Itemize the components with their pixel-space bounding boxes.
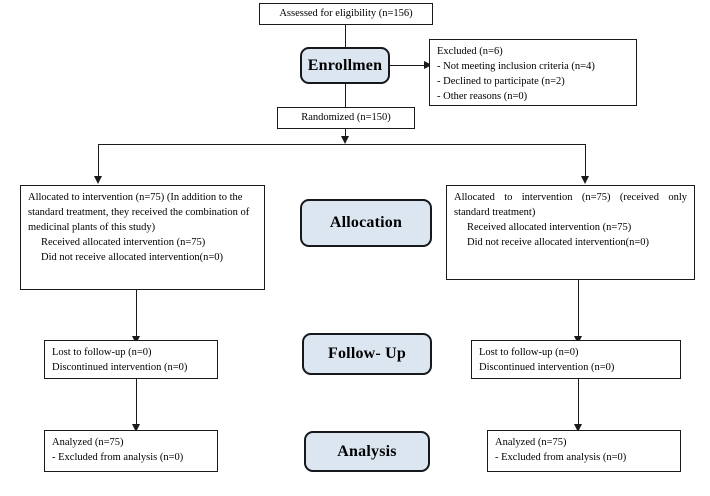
allocation-left-line-3: Did not receive allocated intervention(n… <box>41 251 224 263</box>
stage-enrollment: Enrollmen <box>300 47 390 84</box>
node-allocation-left: Allocated to intervention (n=75) (In add… <box>20 185 265 290</box>
node-allocation-right: Allocated to intervention (n=75) (receiv… <box>446 185 695 280</box>
allocation-left-line-1: Allocated to intervention (n=75) (In add… <box>28 192 250 233</box>
followup-left-line-2: Discontinued intervention (n=0) <box>52 361 188 373</box>
analysis-left-line-1: Analyzed (n=75) <box>52 437 124 448</box>
node-randomized: Randomized (n=150) <box>277 107 415 129</box>
followup-right-line-2: Discontinued intervention (n=0) <box>479 361 615 373</box>
node-analysis-right: Analyzed (n=75) - Excluded from analysis… <box>487 430 681 472</box>
node-analysis-left: Analyzed (n=75) - Excluded from analysis… <box>44 430 218 472</box>
followup-left-line-1: Lost to follow-up (n=0) <box>52 347 152 358</box>
assessed-label: Assessed for eligibility (n=156) <box>279 7 413 19</box>
allocation-right-line-3: Did not receive allocated intervention(n… <box>467 236 650 248</box>
arrowhead-left-allocation <box>94 176 102 184</box>
stage-enrollment-label: Enrollmen <box>307 56 383 74</box>
excluded-line-4: - Other reasons (n=0) <box>437 90 528 102</box>
node-followup-right: Lost to follow-up (n=0) Discontinued int… <box>471 340 681 379</box>
connector-left-followup-to-analysis <box>136 379 138 426</box>
connector-right-allocation-to-followup <box>578 280 580 338</box>
stage-followup: Follow- Up <box>302 333 432 375</box>
node-followup-left: Lost to follow-up (n=0) Discontinued int… <box>44 340 218 379</box>
connector-enrollment-to-randomized <box>345 84 347 107</box>
connector-right-followup-to-analysis <box>578 379 580 426</box>
stage-analysis-label: Analysis <box>337 442 397 460</box>
stage-allocation-label: Allocation <box>329 214 403 231</box>
excluded-line-3: - Declined to participate (n=2) <box>437 75 565 87</box>
stage-analysis: Analysis <box>304 431 430 472</box>
node-assessed-for-eligibility: Assessed for eligibility (n=156) <box>259 3 433 25</box>
node-excluded: Excluded (n=6) - Not meeting inclusion c… <box>429 39 637 106</box>
followup-right-line-1: Lost to follow-up (n=0) <box>479 347 579 358</box>
connector-assessed-to-enrollment <box>345 25 347 47</box>
connector-split-left-down <box>98 144 100 177</box>
randomized-label: Randomized (n=150) <box>301 111 391 123</box>
arrowhead-right-allocation <box>581 176 589 184</box>
arrowhead-left-analysis <box>132 424 140 432</box>
allocation-left-line-2: Received allocated intervention (n=75) <box>41 236 206 248</box>
allocation-right-line-1: Allocated to intervention (n=75) (receiv… <box>454 192 687 218</box>
excluded-line-2: - Not meeting inclusion criteria (n=4) <box>437 60 595 72</box>
connector-left-allocation-to-followup <box>136 290 138 338</box>
stage-followup-label: Follow- Up <box>328 345 406 362</box>
arrowhead-randomized-split <box>341 136 349 144</box>
arrowhead-to-excluded <box>424 61 432 69</box>
connector-split-right-down <box>585 144 587 177</box>
analysis-right-line-1: Analyzed (n=75) <box>495 437 567 448</box>
arrowhead-right-analysis <box>574 424 582 432</box>
connector-enrollment-to-excluded <box>390 65 426 67</box>
excluded-line-1: Excluded (n=6) <box>437 46 503 57</box>
stage-allocation: Allocation <box>300 199 432 247</box>
connector-split-bar <box>98 144 586 146</box>
connector-randomized-down <box>345 129 347 140</box>
allocation-right-line-2: Received allocated intervention (n=75) <box>467 221 632 233</box>
analysis-left-line-2: - Excluded from analysis (n=0) <box>52 451 184 463</box>
analysis-right-line-2: - Excluded from analysis (n=0) <box>495 451 627 463</box>
